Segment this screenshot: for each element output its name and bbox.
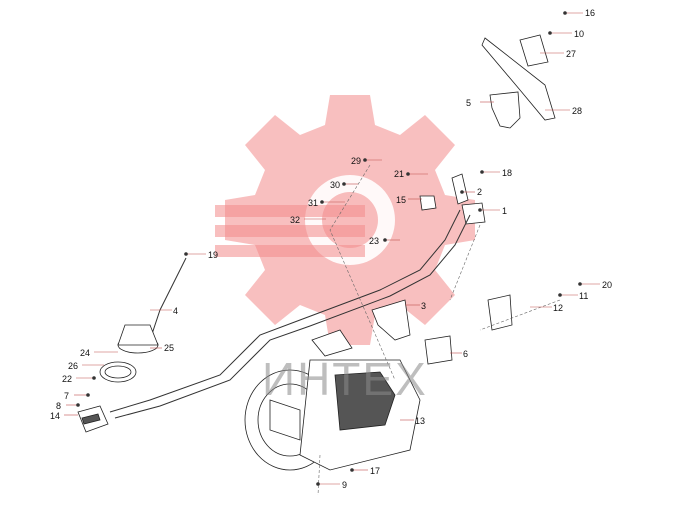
callout-9: 9 — [342, 480, 347, 490]
callout-4: 4 — [173, 306, 178, 316]
callout-labels: 1 2 3 4 5 6 7 8 9 10 11 12 13 14 15 16 1… — [50, 8, 612, 490]
callout-7: 7 — [64, 391, 69, 401]
watermark-text: ИНТЕХ — [262, 353, 428, 405]
callout-32: 32 — [290, 215, 300, 225]
fastener-dots — [76, 11, 582, 486]
callout-3: 3 — [421, 301, 426, 311]
pedal-bracket — [481, 34, 556, 129]
callout-13: 13 — [415, 416, 425, 426]
callout-18: 18 — [502, 168, 512, 178]
callout-14: 14 — [50, 411, 60, 421]
callout-17: 17 — [370, 466, 380, 476]
callout-26: 26 — [68, 361, 78, 371]
callout-12: 12 — [553, 303, 563, 313]
callout-23: 23 — [369, 236, 379, 246]
callout-25: 25 — [164, 343, 174, 353]
callout-28: 28 — [572, 106, 582, 116]
cable-assembly — [109, 173, 486, 419]
callout-6: 6 — [463, 349, 468, 359]
leader-lines — [64, 12, 600, 485]
callout-15: 15 — [396, 195, 406, 205]
guide-lines — [317, 164, 561, 496]
callout-5: 5 — [466, 98, 471, 108]
callout-20: 20 — [602, 280, 612, 290]
callout-10: 10 — [574, 29, 584, 39]
callout-29: 29 — [351, 156, 361, 166]
gearbox — [244, 359, 421, 471]
mount-brackets — [311, 294, 513, 365]
gear-lever — [77, 257, 187, 433]
callout-31: 31 — [308, 198, 318, 208]
callout-8: 8 — [56, 401, 61, 411]
callout-19: 19 — [208, 250, 218, 260]
callout-16: 16 — [585, 8, 595, 18]
callout-22: 22 — [62, 374, 72, 384]
callout-21: 21 — [394, 169, 404, 179]
callout-30: 30 — [330, 180, 340, 190]
callout-2: 2 — [477, 187, 482, 197]
watermark-gear-icon — [215, 95, 475, 345]
callout-1: 1 — [502, 206, 507, 216]
callout-24: 24 — [80, 348, 90, 358]
callout-11: 11 — [579, 291, 588, 301]
callout-27: 27 — [566, 49, 576, 59]
